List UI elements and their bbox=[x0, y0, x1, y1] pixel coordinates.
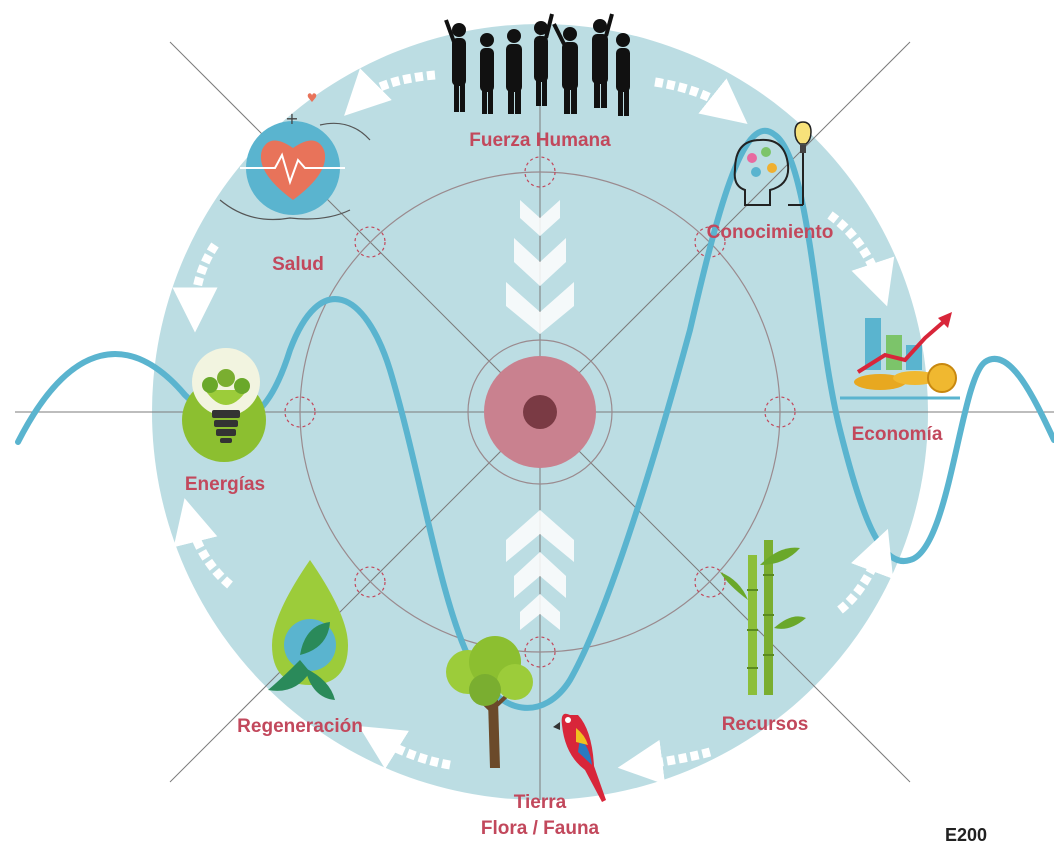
label-regeneracion: Regeneración bbox=[237, 716, 363, 737]
svg-text:+: + bbox=[285, 109, 298, 128]
label-recursos: Recursos bbox=[722, 714, 809, 735]
inner-rings bbox=[299, 171, 781, 653]
label-energias: Energías bbox=[185, 474, 265, 495]
tree-parrot-icon bbox=[446, 636, 606, 802]
people-silhouettes-icon bbox=[444, 13, 630, 116]
dashed-markers bbox=[284, 156, 796, 668]
label-conocimiento: Conocimiento bbox=[707, 222, 834, 243]
label-flora-fauna: Flora / Fauna bbox=[481, 818, 600, 839]
svg-text:♥: ♥ bbox=[307, 91, 318, 105]
sine-wave bbox=[15, 127, 1054, 711]
core-dot bbox=[523, 395, 557, 429]
label-fuerza-humana: Fuerza Humana bbox=[469, 130, 611, 151]
chevrons-up bbox=[506, 510, 574, 630]
water-drop-leaves-icon bbox=[268, 560, 348, 700]
brain-lightbulb-icon bbox=[733, 121, 812, 206]
figure-code: E200 bbox=[945, 825, 987, 843]
label-tierra: Tierra bbox=[514, 792, 567, 813]
label-economia: Economía bbox=[852, 424, 943, 445]
coins-chart-icon bbox=[840, 312, 960, 400]
eco-lightbulb-icon bbox=[182, 348, 266, 462]
label-salud: Salud bbox=[272, 254, 324, 275]
cycle-arrows bbox=[172, 68, 895, 785]
bamboo-icon bbox=[720, 540, 806, 695]
heart-hands-icon: + ♥ bbox=[219, 91, 371, 221]
chevrons-down bbox=[506, 200, 574, 334]
